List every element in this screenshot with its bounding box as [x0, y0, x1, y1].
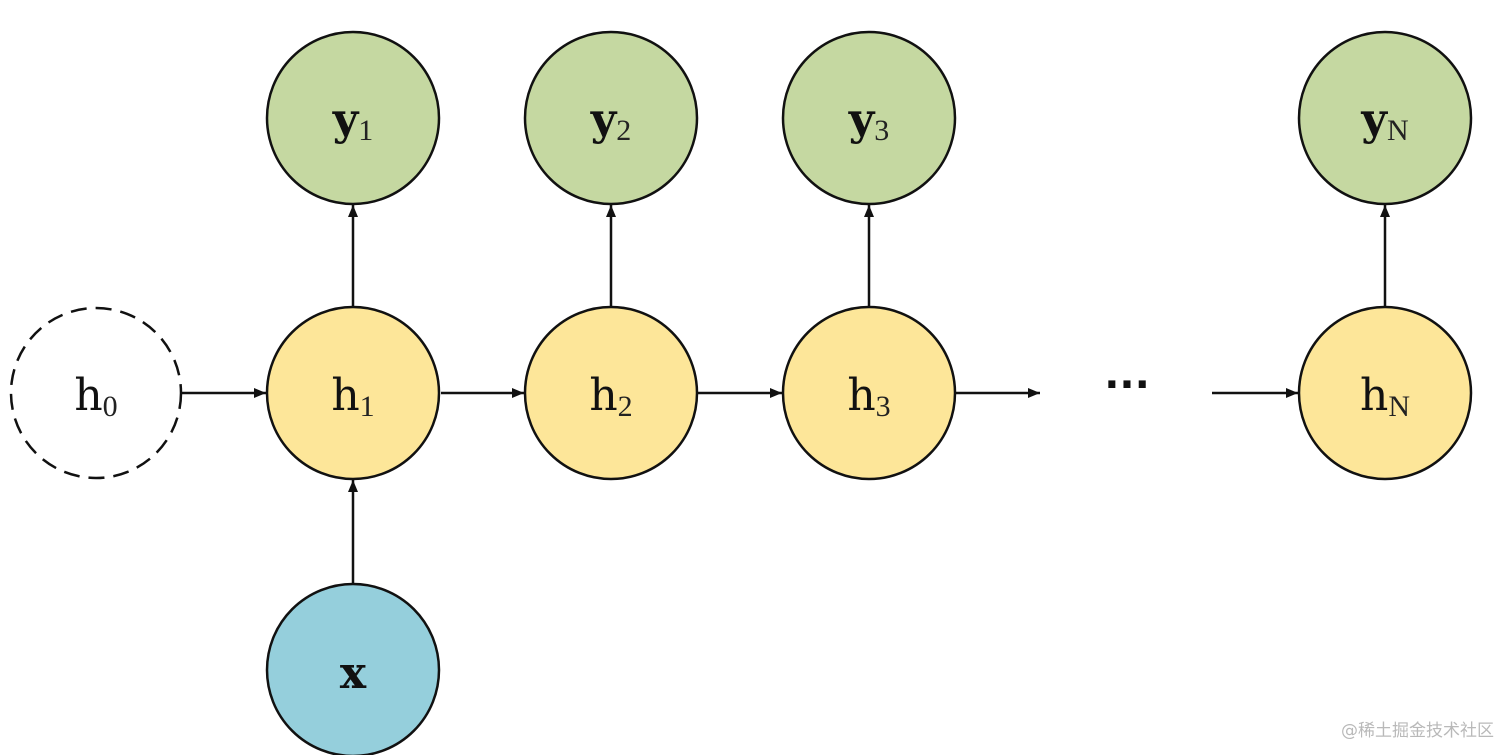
node-h3-circle	[781, 305, 957, 481]
node-yN-main: y	[1360, 94, 1388, 145]
svg-text:y2: y2	[590, 94, 632, 147]
node-x-label: x	[340, 648, 367, 699]
node-hN-sub: N	[1388, 390, 1410, 423]
node-yN: yN	[1297, 30, 1473, 206]
node-y1: y1	[265, 30, 441, 206]
svg-text:h0: h0	[74, 370, 117, 423]
node-hN: hN	[1297, 305, 1473, 481]
ellipsis: ···	[1104, 362, 1150, 408]
node-hN-main: h	[1360, 370, 1388, 421]
svg-text:h1: h1	[331, 370, 374, 423]
node-h0-sub: 0	[103, 390, 118, 423]
node-y2-circle	[523, 30, 699, 206]
node-h2: h2	[523, 305, 699, 481]
node-h1: h1	[265, 305, 441, 481]
svg-text:hN: hN	[1360, 370, 1410, 423]
node-x-circle	[265, 582, 441, 755]
svg-text:h3: h3	[847, 370, 890, 423]
node-y1-circle	[265, 30, 441, 206]
svg-text:y3: y3	[848, 94, 890, 147]
node-y3-circle	[781, 30, 957, 206]
node-h1-sub: 1	[360, 390, 375, 423]
node-h1-main: h	[331, 370, 359, 421]
edges	[182, 205, 1390, 585]
watermark: @稀土掘金技术社区	[1341, 721, 1494, 741]
node-y3-main: y	[848, 94, 876, 145]
node-hN-circle	[1297, 305, 1473, 481]
svg-text:yN: yN	[1360, 94, 1408, 147]
node-h1-circle	[265, 305, 441, 481]
svg-text:y1: y1	[332, 94, 374, 147]
node-h2-main: h	[589, 370, 617, 421]
node-y2: y2	[523, 30, 699, 206]
node-h2-sub: 2	[618, 390, 633, 423]
node-h3-main: h	[847, 370, 875, 421]
node-h3-sub: 3	[876, 390, 891, 423]
node-h3: h3	[781, 305, 957, 481]
node-h2-circle	[523, 305, 699, 481]
node-yN-circle	[1297, 30, 1473, 206]
node-y1-main: y	[332, 94, 360, 145]
node-y1-sub: 1	[358, 114, 373, 147]
node-y2-sub: 2	[616, 114, 631, 147]
node-y3-sub: 3	[874, 114, 889, 147]
node-y3: y3	[781, 30, 957, 206]
svg-text:h2: h2	[589, 370, 632, 423]
node-h0: h0	[9, 306, 183, 480]
node-y2-main: y	[590, 94, 618, 145]
node-h0-main: h	[74, 370, 102, 421]
node-h0-circle	[9, 306, 183, 480]
node-yN-sub: N	[1387, 114, 1409, 147]
node-x: x	[265, 582, 441, 755]
